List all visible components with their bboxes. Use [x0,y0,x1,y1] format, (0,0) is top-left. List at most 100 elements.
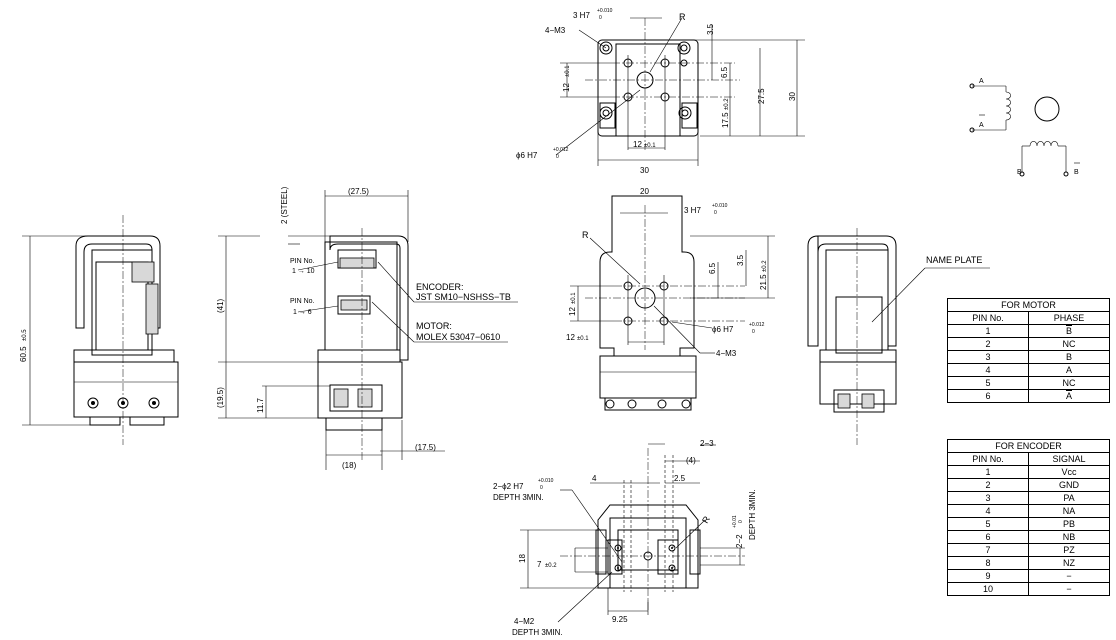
table-cell-pin: 3 [947,350,1029,364]
left-view: 60.5 ±0.5 [19,215,179,445]
schematic-label-bbar: B [1074,169,1079,176]
front-dim-12h: 12 [566,333,575,342]
front-dim-20: 20 [640,187,649,196]
table-cell-signal: PZ [1028,543,1110,557]
name-plate-label: NAME PLATE [926,255,982,265]
bottom-view: 2−3 (4) 4 2.5 2−ϕ2 H7 +0.010 0 DEPTH 3MI… [493,439,757,637]
top-4m3-label: 4−M3 [545,26,566,35]
top-dim-12-tol: ±0.1 [565,65,571,77]
section-dim-18: (18) [342,461,357,470]
top-dim-6-5: 6.5 [720,66,729,78]
table-cell-pin: 5 [947,517,1029,531]
bottom-dim-18: 18 [518,554,527,563]
table-cell-signal: NZ [1028,556,1110,570]
motor-table-header-pin: PIN No. [947,311,1029,325]
front-dim-3-5: 3.5 [736,254,745,266]
bottom-4m2: 4−M2 [514,617,535,626]
table-cell-signal: GND [1028,478,1110,492]
bottom-2-5: 2.5 [674,474,686,483]
top-dim-30v: 30 [788,92,797,101]
table-cell-signal: PA [1028,491,1110,505]
section-pin-no-1: PIN No. [290,258,315,265]
top-dim-12h-tol: ±0.1 [644,143,656,149]
table-cell-phase: NC [1028,337,1110,351]
bottom-2-2: 2−2 [735,534,744,548]
bottom-dim-7-tol: ±0.2 [545,563,557,569]
front-4m3-label: 4−M3 [716,349,737,358]
table-cell-pin: 8 [947,556,1029,570]
schematic-label-abar: A [979,122,984,129]
section-pin-no-2: PIN No. [290,298,315,305]
table-cell-pin: 2 [947,478,1029,492]
motor-connector-part: MOLEX 53047−0610 [416,332,500,342]
table-cell-pin: 4 [947,363,1029,377]
table-cell-signal: NA [1028,504,1110,518]
motor-winding-schematic: A A B B [969,78,1080,177]
bottom-2-2-tol-up: +0.01 [732,515,738,528]
top-phi6-tol-up: +0.012 [553,147,569,153]
encoder-table-header-signal: SIGNAL [1028,452,1110,466]
section-dim-2-steel: 2 (STEEL) [280,186,289,224]
top-phi6: ϕ6 H7 [516,151,538,160]
table-cell-pin: 7 [947,543,1029,557]
front-dim-12v: 12 [568,307,577,316]
top-phi6-tol-lo: 0 [556,154,559,160]
table-cell-phase: A [1028,389,1110,403]
table-cell-pin: 6 [947,530,1029,544]
table-cell-phase: B [1028,324,1110,338]
front-3h7-tol-up: +0.010 [712,203,728,209]
table-cell-pin: 3 [947,491,1029,505]
table-cell-pin: 1 [947,324,1029,338]
bottom-4: 4 [592,474,597,483]
bottom-dim-9-25: 9.25 [612,615,628,624]
table-cell-phase: NC [1028,376,1110,390]
bottom-depth-1: DEPTH 3MIN. [493,493,544,502]
section-dim-17-5: (17.5) [415,443,436,452]
front-dim-21-5-tol: ±0.2 [762,260,768,272]
schematic-label-a: A [979,78,984,85]
section-dim-27-5: (27.5) [348,187,369,196]
bottom-2phi2-tol-up: +0.010 [538,478,554,484]
top-dim-3-5: 3.5 [706,23,715,35]
front-r-label: R [582,230,589,240]
front-phi6-tol-up: +0.012 [749,322,765,328]
section-pin-range-1: 1 → 10 [292,268,315,275]
motor-table-header-phase: PHASE [1028,311,1110,325]
table-cell-signal: − [1028,569,1110,583]
table-row: 9− [947,569,1110,583]
encoder-table-title: FOR ENCODER [947,439,1110,453]
bottom-2phi2: 2−ϕ2 H7 [493,482,524,491]
table-cell-pin: 10 [947,582,1029,596]
bottom-r-label: R [700,514,712,525]
bottom-2-3: 2−3 [700,439,714,448]
table-cell-pin: 2 [947,337,1029,351]
front-3h7: 3 H7 [684,206,701,215]
left-dim-60-5-tol: ±0.5 [22,329,28,341]
bottom-dim-7: 7 [537,560,542,569]
table-row: 10− [947,582,1110,596]
encoder-connector-part: JST SM10−NSHSS−TB [416,292,511,302]
table-cell-signal: PB [1028,517,1110,531]
bottom-2phi2-tol-lo: 0 [540,485,543,491]
section-pin-range-2: 1 → 6 [293,309,312,316]
front-dim-21-5: 21.5 [759,274,768,290]
front-phi6-tol-lo: 0 [752,329,755,335]
bottom-4p: (4) [686,456,696,465]
table-cell-signal: Vcc [1028,465,1110,479]
top-view: 3 H7 +0.010 0 R 4−M3 3.5 6.5 12 ±0.1 17.… [516,8,805,175]
top-dim-12: 12 [562,83,571,92]
right-view: NAME PLATE [807,228,990,445]
schematic-label-b: B [1017,169,1022,176]
